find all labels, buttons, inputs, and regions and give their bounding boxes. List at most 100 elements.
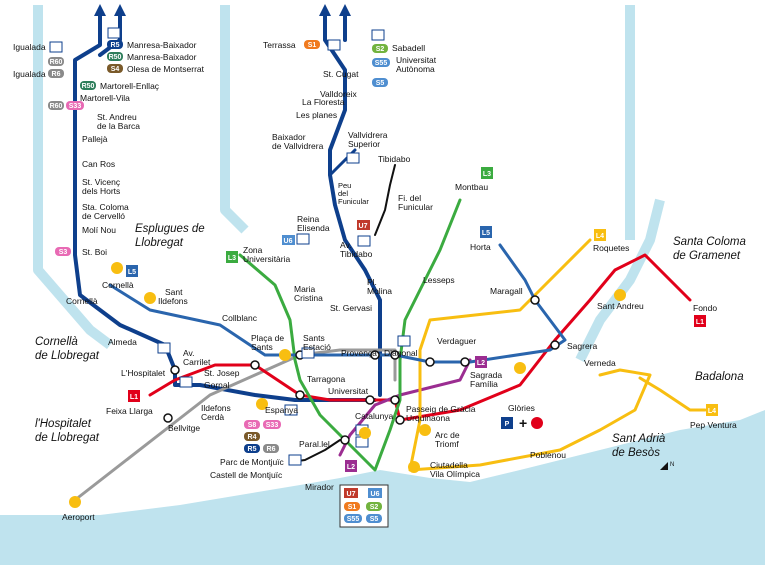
badge-s5: S5	[372, 78, 388, 87]
svg-text:Baixador: Baixador	[272, 132, 306, 142]
svg-text:N: N	[670, 462, 674, 468]
badge-l1-feixa: L1	[128, 390, 140, 402]
svg-text:Lesseps: Lesseps	[423, 275, 455, 285]
svg-text:S1: S1	[308, 42, 317, 49]
svg-text:Can Ros: Can Ros	[82, 159, 115, 169]
svg-text:Ciutadella: Ciutadella	[430, 460, 468, 470]
badge-r60: R60	[48, 57, 64, 66]
fgc-valles-line	[323, 8, 382, 397]
glories-symbols: P +	[501, 415, 543, 431]
svg-text:L1: L1	[696, 319, 704, 326]
svg-text:R60: R60	[50, 59, 63, 66]
svg-text:L'Hospitalet: L'Hospitalet	[121, 368, 166, 378]
svg-text:S55: S55	[375, 60, 388, 67]
parking-icon: P	[505, 421, 510, 428]
north-arrow-icon: N	[660, 462, 674, 470]
svg-text:Universitat: Universitat	[396, 55, 437, 65]
svg-text:Paral.lel: Paral.lel	[299, 439, 330, 449]
badge-r6b: R6	[263, 444, 279, 453]
svg-text:Peu: Peu	[338, 181, 351, 190]
badge-r4: R4	[244, 432, 260, 441]
svg-text:St. Vicenç: St. Vicenç	[82, 177, 121, 187]
svg-text:Sta. Coloma: Sta. Coloma	[82, 202, 129, 212]
station-labels: Manresa-Baixador Manresa-Baixador Olesa …	[13, 40, 737, 522]
svg-text:L2: L2	[477, 360, 485, 367]
svg-text:Feixa Llarga: Feixa Llarga	[106, 406, 153, 416]
svg-text:Olesa de Montserrat: Olesa de Montserrat	[127, 64, 205, 74]
badge-u6: U6	[282, 235, 295, 245]
svg-text:U6: U6	[284, 238, 293, 245]
svg-text:Valldoreix: Valldoreix	[320, 89, 357, 99]
badge-u7: U7	[357, 220, 370, 230]
svg-text:Ildefons: Ildefons	[201, 403, 231, 413]
svg-text:Tarragona: Tarragona	[307, 374, 346, 384]
area-hospitalet-1: l'Hospitalet	[35, 418, 92, 430]
svg-text:Funicular: Funicular	[398, 202, 433, 212]
svg-text:Passeig de Gràcia: Passeig de Gràcia	[406, 404, 476, 414]
badge-l5-horta: L5	[480, 226, 492, 238]
svg-text:Tibidabo: Tibidabo	[378, 154, 411, 164]
svg-text:Provença: Provença	[341, 348, 377, 358]
svg-text:S1: S1	[348, 504, 357, 511]
badge-r5: R5	[107, 40, 123, 49]
svg-text:Zona: Zona	[243, 245, 263, 255]
svg-text:R6: R6	[267, 446, 276, 453]
svg-text:Castell de Montjuïc: Castell de Montjuïc	[210, 470, 283, 480]
svg-text:U6: U6	[371, 491, 380, 498]
svg-text:de Cervelló: de Cervelló	[82, 211, 125, 221]
badge-s2: S2	[372, 44, 388, 53]
water-features	[33, 5, 665, 363]
svg-text:L2: L2	[347, 464, 355, 471]
svg-text:de la Barca: de la Barca	[97, 121, 140, 131]
svg-text:L4: L4	[596, 233, 604, 240]
svg-text:L3: L3	[228, 255, 236, 262]
area-hospitalet-2: de Llobregat	[35, 432, 100, 444]
svg-text:Fi. del: Fi. del	[398, 193, 421, 203]
svg-text:Verdaguer: Verdaguer	[437, 336, 476, 346]
svg-text:Horta: Horta	[470, 242, 491, 252]
svg-text:S2: S2	[370, 504, 379, 511]
badge-l4-pep: L4	[706, 404, 718, 416]
svg-text:Autònoma: Autònoma	[396, 64, 435, 74]
transfer-icons	[49, 27, 411, 466]
key-box: U7 U6 S1 S2 S55 S5	[339, 484, 389, 528]
svg-text:U7: U7	[359, 223, 368, 230]
svg-text:Collblanc: Collblanc	[222, 313, 258, 323]
svg-text:Molí Nou: Molí Nou	[82, 225, 116, 235]
svg-text:Cornellà: Cornellà	[66, 296, 98, 306]
badge-s55: S55	[372, 58, 390, 67]
svg-text:Martorell-Enllaç: Martorell-Enllaç	[100, 81, 160, 91]
badge-l4-roquetes: L4	[594, 229, 606, 241]
badge-s1: S1	[304, 40, 320, 49]
svg-text:Diagonal: Diagonal	[384, 348, 418, 358]
svg-text:dels Horts: dels Horts	[82, 186, 120, 196]
svg-text:L5: L5	[128, 269, 136, 276]
badge-l3-zona: L3	[226, 251, 238, 263]
svg-text:Cristina: Cristina	[294, 293, 323, 303]
area-santa-coloma-2: de Gramenet	[673, 250, 741, 262]
area-sant-adria-2: de Besòs	[612, 447, 660, 459]
svg-text:Sabadell: Sabadell	[392, 43, 425, 53]
svg-text:Superior: Superior	[348, 139, 380, 149]
area-cornella-1: Cornellà	[35, 336, 78, 348]
svg-text:R5: R5	[248, 446, 257, 453]
svg-text:Pl.: Pl.	[367, 277, 377, 287]
svg-text:St. Gervasi: St. Gervasi	[330, 303, 372, 313]
badge-s4: S4	[107, 64, 123, 73]
svg-text:S3: S3	[59, 249, 68, 256]
svg-text:Pallejà: Pallejà	[82, 134, 108, 144]
badge-s8: S8	[244, 420, 260, 429]
svg-text:Universitària: Universitària	[243, 254, 291, 264]
svg-text:Poblenou: Poblenou	[530, 450, 566, 460]
svg-text:Vallvidrera: Vallvidrera	[348, 130, 388, 140]
svg-text:de Vallvidrera: de Vallvidrera	[272, 141, 324, 151]
svg-text:S5: S5	[370, 516, 379, 523]
svg-text:Ildefons: Ildefons	[158, 296, 188, 306]
svg-text:Estació: Estació	[303, 342, 331, 352]
svg-text:Av.: Av.	[183, 348, 195, 358]
svg-text:Cerdà: Cerdà	[201, 412, 224, 422]
svg-text:Glòries: Glòries	[508, 403, 535, 413]
svg-text:Funicular: Funicular	[338, 197, 369, 206]
area-esplugues-2: Llobregat	[135, 237, 184, 249]
